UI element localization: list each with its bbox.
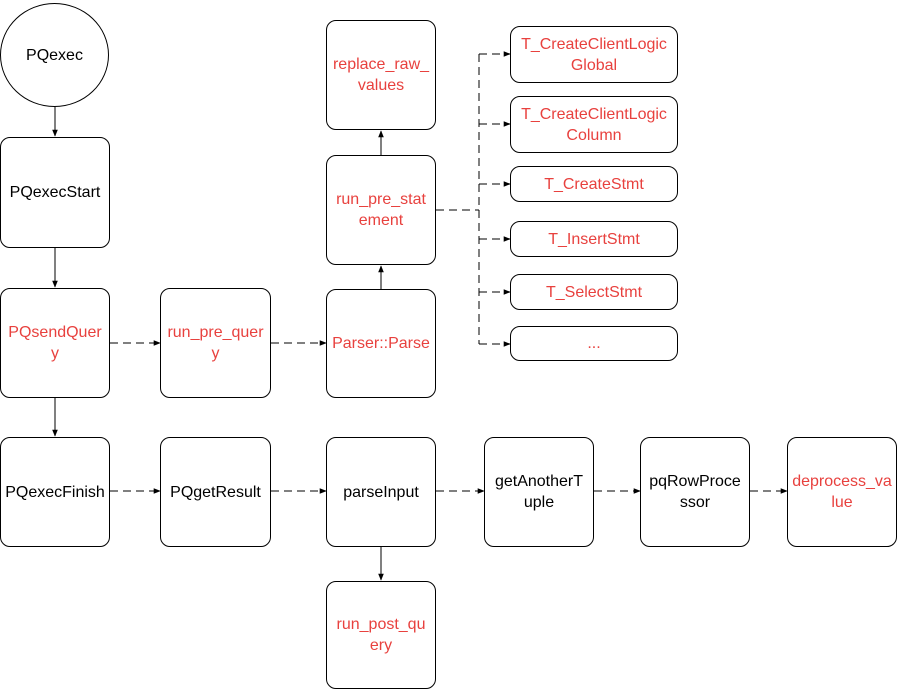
- node-t-createstmt: T_CreateStmt: [510, 166, 678, 202]
- node-ellipsis: ...: [510, 326, 678, 361]
- node-pqsendquery: PQsendQuer y: [0, 288, 110, 398]
- node-t-createclientlogic-column: T_CreateClientLogic Column: [510, 96, 678, 153]
- node-run-pre-statement: run_pre_stat ement: [326, 155, 436, 265]
- node-t-createclientlogic-global: T_CreateClientLogic Global: [510, 26, 678, 83]
- node-parser-parse: Parser::Parse: [326, 289, 436, 398]
- node-pqrowprocessor: pqRowProce ssor: [640, 437, 750, 547]
- node-parseinput: parseInput: [326, 437, 436, 547]
- node-t-selectstmt: T_SelectStmt: [510, 274, 678, 310]
- node-pqexec: PQexec: [0, 3, 109, 107]
- node-t-insertstmt: T_InsertStmt: [510, 221, 678, 257]
- node-replace-raw-values: replace_raw_ values: [326, 20, 436, 130]
- node-getanothertuple: getAnotherT uple: [484, 437, 594, 547]
- node-pqexecfinish: PQexecFinish: [0, 437, 110, 547]
- node-deprocess-value: deprocess_va lue: [787, 437, 897, 547]
- node-run-pre-query: run_pre_quer y: [160, 288, 271, 398]
- node-pqgetresult: PQgetResult: [160, 437, 271, 547]
- node-run-post-query: run_post_qu ery: [326, 581, 436, 689]
- node-pqexecstart: PQexecStart: [0, 137, 110, 248]
